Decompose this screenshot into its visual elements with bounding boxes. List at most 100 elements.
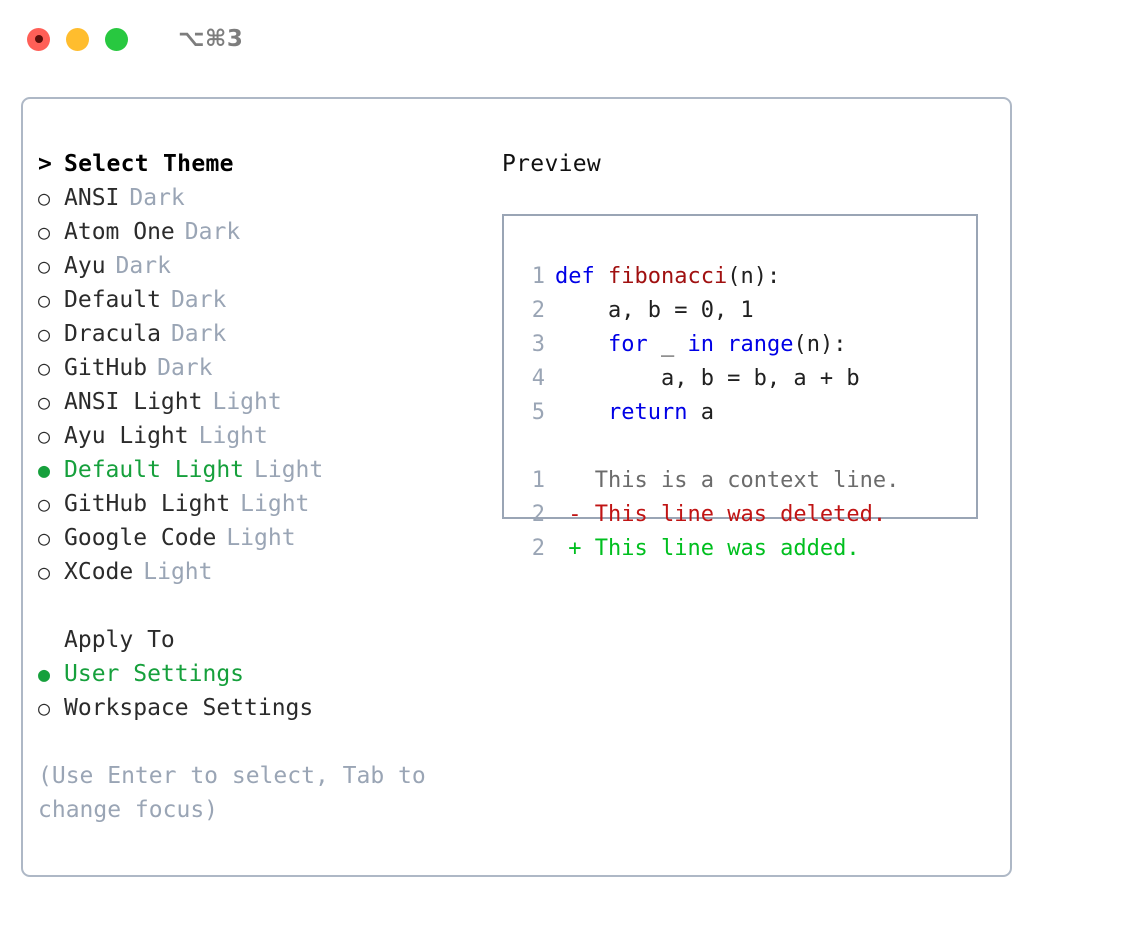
code-token: a, b = 0, 1 — [555, 298, 754, 323]
theme-variant-tag: Light — [198, 423, 268, 449]
theme-variant-tag: Dark — [129, 185, 185, 211]
code-token: range — [727, 332, 794, 357]
theme-variant-tag: Light — [212, 389, 282, 415]
theme-name: ANSI — [64, 185, 120, 211]
apply-to-header: ○ Apply To — [38, 623, 478, 657]
section-spacer — [38, 589, 478, 623]
close-button[interactable] — [27, 27, 50, 51]
code-token: return — [607, 400, 688, 425]
theme-name: Ayu — [64, 253, 106, 279]
keyboard-hint-text: (Use Enter to select, Tab to change focu… — [38, 763, 426, 823]
theme-list-item[interactable]: ○ ANSI Dark — [38, 181, 478, 215]
code-token — [555, 332, 608, 357]
code-line-number: 1 — [531, 264, 545, 289]
theme-name: Atom One — [64, 219, 175, 245]
code-blank-line — [521, 430, 899, 464]
radio-unselected-icon[interactable]: ○ — [38, 186, 51, 210]
code-token — [555, 400, 608, 425]
code-line-number: 5 — [531, 400, 545, 425]
diff-line-number: 2 — [531, 502, 545, 527]
radio-unselected-icon[interactable]: ○ — [38, 322, 51, 346]
radio-unselected-icon[interactable]: ○ — [38, 220, 51, 244]
diff-line-number: 2 — [531, 536, 545, 561]
theme-variant-tag: Light — [240, 491, 310, 517]
theme-list-item[interactable]: ● Default Light Light — [38, 453, 478, 487]
code-line-number: 4 — [531, 366, 545, 391]
radio-selected-icon[interactable]: ● — [38, 458, 51, 482]
radio-unselected-icon[interactable]: ○ — [38, 560, 51, 584]
diff-text: This line was added. — [594, 536, 860, 561]
radio-unselected-icon[interactable]: ○ — [38, 390, 51, 414]
keyboard-shortcut-label: ⌥⌘3 — [178, 26, 244, 52]
radio-unselected-icon[interactable]: ○ — [38, 696, 51, 720]
code-token: _ — [647, 332, 688, 357]
code-token — [595, 264, 608, 289]
apply-to-label: Workspace Settings — [64, 695, 314, 721]
theme-list-item[interactable]: ○ Default Dark — [38, 283, 478, 317]
radio-unselected-icon[interactable]: ○ — [38, 424, 51, 448]
code-token: a — [687, 400, 714, 425]
minimize-button[interactable] — [66, 27, 89, 51]
select-theme-header: > Select Theme — [38, 147, 478, 181]
theme-name: GitHub — [64, 355, 148, 381]
theme-variant-tag: Dark — [170, 321, 227, 347]
select-theme-title: Select Theme — [64, 151, 234, 177]
theme-list-item[interactable]: ○ GitHub Dark — [38, 351, 478, 385]
prompt-caret-icon: > — [38, 151, 52, 177]
apply-to-item[interactable]: ○ Workspace Settings — [38, 691, 478, 725]
diff-text: This is a context line. — [594, 468, 900, 493]
theme-name: Default — [64, 287, 161, 313]
theme-name: XCode — [64, 559, 134, 585]
radio-unselected-icon[interactable]: ○ — [38, 526, 51, 550]
theme-name: Dracula — [64, 321, 161, 347]
code-token: (n): — [727, 264, 781, 289]
diff-sign: + — [555, 536, 595, 561]
apply-to-title: Apply To — [64, 627, 175, 653]
code-token: def — [555, 264, 595, 289]
theme-variant-tag: Dark — [157, 355, 213, 381]
theme-name: ANSI Light — [64, 389, 203, 415]
theme-name: Google Code — [64, 525, 217, 551]
theme-variant-tag: Light — [143, 559, 213, 585]
diff-line-number: 1 — [531, 468, 545, 493]
diff-line: 1 This is a context line. — [521, 464, 900, 498]
apply-to-list: ●User Settings ○ Workspace Settings — [38, 657, 478, 725]
radio-unselected-icon[interactable]: ○ — [38, 356, 51, 380]
apply-to-spacer-icon: ○ — [38, 623, 64, 657]
theme-list-item[interactable]: ○ Ayu Light Light — [38, 419, 478, 453]
diff-sign: - — [555, 502, 595, 527]
theme-list-item[interactable]: ○ XCode Light — [38, 555, 478, 589]
theme-list-item[interactable]: ○ ANSI Light Light — [38, 385, 478, 419]
code-line: 3 for _ in range(n): — [521, 328, 899, 362]
radio-unselected-icon[interactable]: ○ — [38, 492, 51, 516]
code-line: 4 a, b = b, a + b — [521, 362, 899, 396]
theme-name: Default Light — [64, 457, 245, 483]
theme-list-item[interactable]: ○ Dracula Dark — [38, 317, 478, 351]
theme-variant-tag: Light — [254, 457, 324, 483]
apply-to-item[interactable]: ●User Settings — [38, 657, 478, 691]
theme-name: Ayu Light — [64, 423, 189, 449]
theme-list-item[interactable]: ○ Ayu Dark — [38, 249, 478, 283]
diff-line: 2 - This line was deleted. — [521, 498, 899, 532]
diff-text: This line was deleted. — [594, 502, 887, 527]
theme-variant-tag: Dark — [115, 253, 171, 279]
code-token — [714, 332, 727, 357]
diff-line: 2 + This line was added. — [521, 532, 899, 566]
diff-sign — [555, 468, 595, 493]
theme-variant-tag: Dark — [170, 287, 227, 313]
radio-unselected-icon[interactable]: ○ — [38, 288, 51, 312]
maximize-button[interactable] — [105, 27, 128, 51]
code-line-number: 2 — [531, 298, 545, 323]
radio-selected-icon[interactable]: ● — [38, 662, 51, 686]
radio-unselected-icon[interactable]: ○ — [38, 254, 51, 278]
code-token: (n): — [793, 332, 847, 357]
